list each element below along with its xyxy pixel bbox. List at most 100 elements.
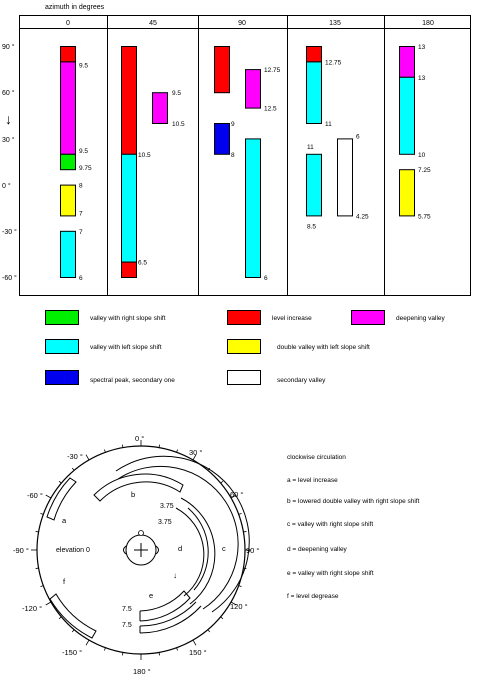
y-tick-label: 30 ° xyxy=(2,136,15,144)
circulation-key-c: c = valley with right slope shift xyxy=(287,521,373,528)
range-bar-45-deepening-valley xyxy=(152,92,168,124)
range-bar-135-left-slope xyxy=(306,153,322,217)
value-label: 7 xyxy=(79,210,83,217)
arc-c-inner xyxy=(117,465,239,610)
y-tick-label: 90 ° xyxy=(2,43,15,51)
y-tick-label: 60 ° xyxy=(2,89,15,97)
value-label: 6 xyxy=(79,275,83,282)
legend-label-level-increase: level increase xyxy=(272,315,312,322)
value-label: 6 xyxy=(356,133,360,140)
range-bar-180-left-slope xyxy=(399,76,415,155)
column-header-90: 90 xyxy=(238,20,246,27)
circle-tick xyxy=(45,601,52,606)
angle-label-150: 150 ° xyxy=(189,648,207,657)
circle-tick xyxy=(122,652,124,656)
range-bar-45-left-slope xyxy=(121,153,137,263)
value-label: 8 xyxy=(231,152,235,159)
circle-tick xyxy=(71,467,75,471)
range-bar-0-left-slope xyxy=(60,230,76,279)
angle-label-m90: -90 ° xyxy=(13,546,29,555)
circulation-key-a: a = level increase xyxy=(287,477,338,484)
value-label: 12.75 xyxy=(264,67,281,74)
arc-d-mid xyxy=(187,507,209,591)
value-label: 10 xyxy=(418,152,426,159)
angle-label-m120: -120 ° xyxy=(22,604,42,613)
value-label: 7.25 xyxy=(418,167,431,174)
arc-f xyxy=(49,593,97,639)
bars-layer xyxy=(60,46,415,279)
nose-mark xyxy=(138,530,144,536)
segment-letter-b: b xyxy=(131,490,135,499)
circle-tick xyxy=(104,647,106,651)
value-label: 11 xyxy=(325,121,332,128)
range-bar-90-level-increase xyxy=(214,46,230,94)
elevation-label: elevation 0 xyxy=(56,547,90,554)
circle-tick xyxy=(220,616,224,620)
circle-tick xyxy=(35,567,39,569)
value-label: 6.5 xyxy=(138,260,147,267)
down-arrow-icon: ↓ xyxy=(173,571,177,580)
circle-tick xyxy=(58,480,62,484)
circle-tick xyxy=(104,449,106,453)
value-label: 8 xyxy=(79,183,83,190)
circle-tick xyxy=(176,647,178,651)
segment-letter-f: f xyxy=(63,577,66,586)
angle-label-0: 0 ° xyxy=(135,434,144,443)
arc-b xyxy=(93,473,184,502)
legend-swatch-spectral-peak xyxy=(45,370,79,385)
arc-d-outer xyxy=(180,497,216,605)
value-label: 7 xyxy=(79,229,83,236)
angle-label-120: 120 ° xyxy=(230,602,248,611)
value-label: 12.5 xyxy=(264,106,277,113)
circle-tick xyxy=(58,616,62,620)
value-label: 11 xyxy=(307,144,314,151)
inner-value: 3.75 xyxy=(160,503,174,510)
circle-tick xyxy=(85,639,90,646)
y-tick-label: -30 ° xyxy=(2,228,17,236)
circle-tick xyxy=(158,652,160,656)
angle-label-m150: -150 ° xyxy=(62,648,82,657)
value-label: 9.75 xyxy=(79,165,92,172)
legend xyxy=(45,310,385,385)
arc-d-inner xyxy=(175,507,205,597)
circle-tick xyxy=(192,639,197,646)
segment-letter-a: a xyxy=(62,516,67,525)
circle-tick xyxy=(122,444,124,448)
circle-tick xyxy=(238,513,242,515)
circulation-key-d: d = deepening valley xyxy=(287,546,348,553)
segment-letter-d: d xyxy=(178,544,182,553)
value-labels: 9.59.59.7587769.510.510.56.512.7512.5986… xyxy=(79,44,431,282)
range-bar-90-left-slope xyxy=(245,138,261,278)
circulation-title: clockwise circulation xyxy=(287,454,346,461)
arc-a xyxy=(46,477,77,521)
range-bar-45-level-increase xyxy=(121,46,137,155)
arc-c-outer xyxy=(115,455,250,613)
circle-tick xyxy=(158,444,160,448)
arc-e-inner xyxy=(139,605,202,634)
range-bar-0-double-valley xyxy=(60,184,76,217)
angle-label-30: 30 ° xyxy=(189,448,202,457)
circle-tick xyxy=(40,585,44,587)
azimuth-label: azimuth in degrees xyxy=(45,4,105,11)
legend-label-right-slope: valley with right slope shift xyxy=(90,315,166,322)
range-bar-135-level-increase xyxy=(306,46,322,63)
left-ear xyxy=(123,545,127,555)
inner-value: 7.5 xyxy=(122,622,132,629)
range-bar-135-secondary-valley xyxy=(337,138,353,217)
value-label: 10.5 xyxy=(138,152,151,159)
legend-label-double-valley: double valley with left slope shift xyxy=(277,344,370,351)
circle-tick xyxy=(192,454,197,461)
value-label: 6 xyxy=(264,275,268,282)
column-header-0: 0 xyxy=(66,20,70,27)
legend-label-deepening-valley: deepening valley xyxy=(396,315,446,322)
column-header-180: 180 xyxy=(422,20,434,27)
legend-swatch-level-increase xyxy=(227,310,261,325)
legend-label-spectral-peak: spectral peak, secondary one xyxy=(90,377,175,384)
range-bar-45-level-increase xyxy=(121,261,137,279)
legend-swatch-deepening-valley xyxy=(351,310,385,325)
legend-swatch-secondary-valley xyxy=(227,370,261,385)
circle-tick xyxy=(40,513,44,515)
angle-label-90: 90 ° xyxy=(246,546,259,555)
value-label: 10.5 xyxy=(172,121,185,128)
